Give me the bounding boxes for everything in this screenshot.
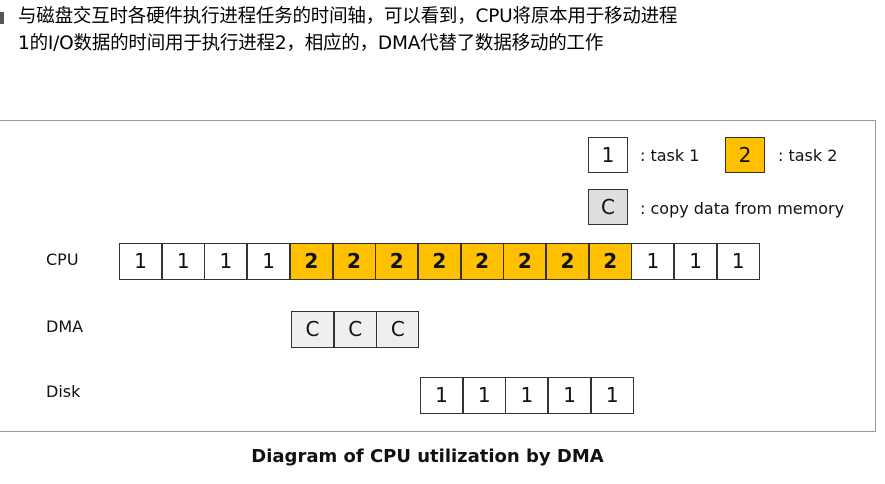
cpu-timeline-cell: 2 [503,243,547,280]
cpu-timeline-cell: 1 [631,243,675,280]
row-label-disk: Disk [46,382,81,401]
legend-task1-swatch: 1 [588,137,628,173]
cpu-timeline-cell: 2 [546,243,589,280]
cpu-timeline-cell: 2 [375,243,419,280]
cpu-timeline-cell: 2 [332,243,376,280]
cpu-timeline-cell: 2 [289,243,333,280]
timeline-diagram: 1 : task 1 2 : task 2 C : copy data from… [0,120,876,432]
cpu-timeline-cell: 1 [716,243,760,280]
disk-timeline-cell: 1 [505,377,549,414]
cpu-timeline-cell: 2 [417,243,461,280]
legend-task2-label: : task 2 [778,146,838,165]
cpu-timeline-cell: 1 [204,243,248,280]
cpu-timeline-cell: 1 [247,243,291,280]
disk-timeline-cell: 1 [590,377,634,414]
row-label-dma: DMA [46,317,84,336]
cpu-timeline-cell: 1 [119,243,162,280]
cpu-timeline-cell: 2 [460,243,504,280]
legend-task1-label: : task 1 [640,146,700,165]
disk-timeline-cell: 1 [420,377,463,414]
cpu-timeline-cell: 1 [674,243,718,280]
bullet-marker [0,12,4,24]
disk-timeline-cell: 1 [462,377,506,414]
disk-timeline-cell: 1 [548,377,592,414]
description-text: 与磁盘交互时各硬件执行进程任务的时间轴，可以看到，CPU将原本用于移动进程 1的… [18,6,678,54]
row-label-cpu: CPU [46,250,79,269]
legend-copy-label: : copy data from memory [640,199,845,218]
dma-timeline-cell: C [291,311,334,348]
legend-task2-swatch: 2 [725,137,765,173]
legend-copy-swatch: C [588,189,628,225]
diagram-caption: Diagram of CPU utilization by DMA [251,446,604,467]
cpu-timeline-cell: 2 [588,243,632,280]
dma-timeline-cell: C [376,311,420,348]
cpu-timeline-cell: 1 [161,243,205,280]
dma-timeline-cell: C [333,311,377,348]
